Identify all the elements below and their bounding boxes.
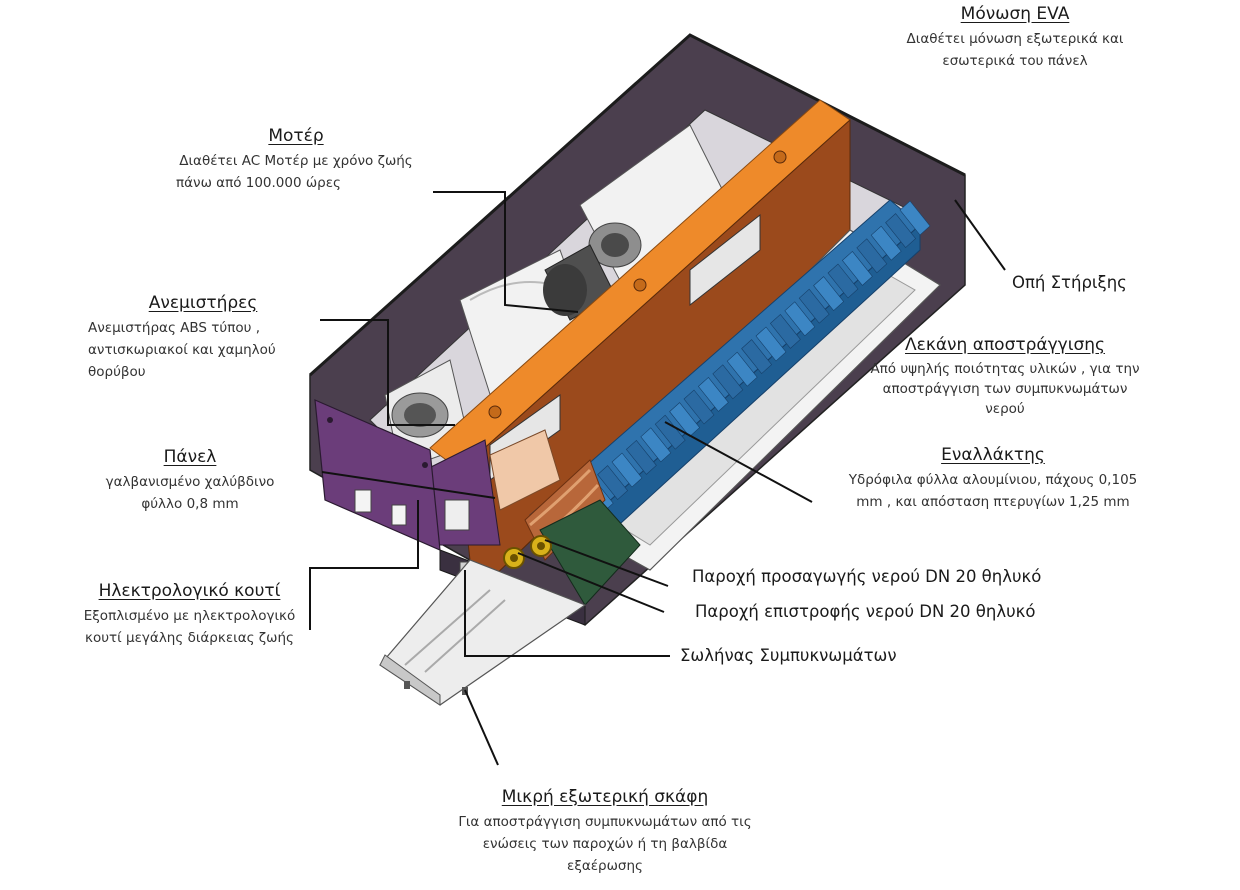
leader-return	[517, 552, 665, 613]
label-electrical-box-desc-2: κουτί μεγάλης διάρκειας ζωής	[85, 630, 294, 646]
label-panel-title: Πάνελ	[163, 447, 217, 467]
label-panel-desc-2: φύλλο 0,8 mm	[141, 496, 239, 512]
coil-fin	[697, 376, 729, 412]
leader-exchanger	[664, 421, 813, 503]
leader-tray	[464, 689, 499, 766]
coil-fin	[856, 238, 888, 274]
coil-fin	[625, 439, 657, 475]
label-small-tray-desc-1: Για αποστράγγιση συμπυκνωμάτων από τις	[458, 814, 752, 830]
casing-rim	[308, 33, 966, 377]
supply-connection	[503, 547, 525, 569]
label-drain-pan: Λεκάνη αποστράγγισης Από υψηλής ποιότητα…	[855, 335, 1155, 419]
label-drain-pan-desc-3: νερού	[985, 401, 1025, 417]
leader-fans	[320, 319, 455, 426]
label-fans-desc-3: θορύβου	[88, 364, 146, 380]
coil-fin	[769, 313, 801, 349]
label-small-tray-title: Μικρή εξωτερική σκάφη	[501, 787, 709, 807]
coil-fin	[885, 213, 917, 249]
coil-fin	[597, 465, 629, 501]
coil-fin	[841, 250, 873, 286]
coil-fin	[741, 339, 773, 375]
coil-fin	[640, 427, 672, 463]
label-supply: Παροχή προσαγωγής νερού DN 20 θηλυκό	[692, 567, 1042, 586]
label-condensate-pipe: Σωλήνας Συμπυκνωμάτων	[680, 646, 897, 665]
coil-end-plate	[539, 499, 641, 606]
coil-fin	[813, 276, 845, 312]
label-insulation-desc-2: εσωτερικά του πάνελ	[942, 53, 1088, 69]
label-electrical-box-title: Ηλεκτρολογικό κουτί	[98, 581, 281, 601]
coil-fin	[611, 452, 643, 488]
label-fans-desc-2: αντισκωριακοί και χαμηλού	[88, 342, 276, 358]
leader-mounting-hole	[954, 199, 1006, 271]
coil-fin	[755, 326, 787, 362]
leader-supply	[544, 539, 669, 587]
label-exchanger: Εναλλάκτης Υδρόφιλα φύλλα αλουμίνιου, πά…	[828, 445, 1158, 513]
coil-fin	[669, 402, 701, 438]
label-insulation: Μόνωση EVA Διαθέτει μόνωση εξωτερικά και…	[880, 4, 1150, 72]
coil-fin	[683, 389, 715, 425]
coil-fin	[870, 225, 902, 261]
label-motor-desc-1: Διαθέτει AC Μοτέρ με χρόνο ζωής	[179, 153, 413, 169]
label-exchanger-desc-1: Υδρόφιλα φύλλα αλουμίνιου, πάχους 0,105	[848, 472, 1138, 488]
label-small-tray-desc-2: ενώσεις των παροχών ή τη βαλβίδα	[482, 836, 728, 852]
label-motor-title: Μοτέρ	[268, 126, 324, 146]
label-exchanger-title: Εναλλάκτης	[941, 445, 1045, 465]
coil-fins	[539, 200, 931, 551]
leader-condensate	[464, 570, 670, 657]
label-insulation-desc-1: Διαθέτει μόνωση εξωτερικά και	[906, 31, 1124, 47]
label-motor-desc-2: πάνω από 100.000 ώρες	[176, 175, 341, 191]
label-return: Παροχή επιστροφής νερού DN 20 θηλυκό	[695, 602, 1036, 621]
label-exchanger-desc-2: mm , και απόσταση πτερυγίων 1,25 mm	[856, 494, 1130, 510]
label-drain-pan-title: Λεκάνη αποστράγγισης	[905, 335, 1105, 355]
leader-lines	[309, 191, 1006, 766]
coil-fin	[798, 288, 830, 324]
coil-fin	[784, 301, 816, 337]
coil-fin	[654, 414, 686, 450]
label-fans-desc-1: Ανεμιστήρας ABS τύπου ,	[88, 320, 260, 336]
label-motor: Μοτέρ Διαθέτει AC Μοτέρ με χρόνο ζωής πά…	[160, 126, 432, 194]
coil-fin	[899, 200, 931, 236]
label-panel-desc-1: γαλβανισμένο χαλύβδινο	[105, 474, 275, 490]
label-electrical-box: Ηλεκτρολογικό κουτί Εξοπλισμένο με ηλεκτ…	[62, 581, 317, 649]
label-drain-pan-desc-1: Από υψηλής ποιότητας υλικών , για την	[870, 361, 1140, 377]
label-electrical-box-desc-1: Εξοπλισμένο με ηλεκτρολογικό	[83, 608, 296, 624]
label-small-tray-desc-3: εξαέρωσης	[567, 858, 643, 874]
label-drain-pan-desc-2: αποστράγγιση των συμπυκνωμάτων	[882, 381, 1128, 397]
label-panel: Πάνελ γαλβανισμένο χαλύβδινο φύλλο 0,8 m…	[90, 447, 290, 515]
label-fans: Ανεμιστήρες Ανεμιστήρας ABS τύπου , αντι…	[78, 293, 328, 383]
coil-fin	[726, 351, 758, 387]
leader-panel	[321, 471, 496, 499]
label-fans-title: Ανεμιστήρες	[148, 293, 258, 313]
return-connection	[530, 535, 552, 557]
leader-motor	[433, 191, 579, 313]
label-insulation-title: Μόνωση EVA	[960, 4, 1070, 24]
leader-electrical-box	[309, 500, 419, 630]
label-mounting-hole: Οπή Στήριξης	[1012, 273, 1127, 292]
coil-fin	[827, 263, 859, 299]
label-small-tray: Μικρή εξωτερική σκάφη Για αποστράγγιση σ…	[435, 787, 775, 877]
coil-fin	[712, 364, 744, 400]
